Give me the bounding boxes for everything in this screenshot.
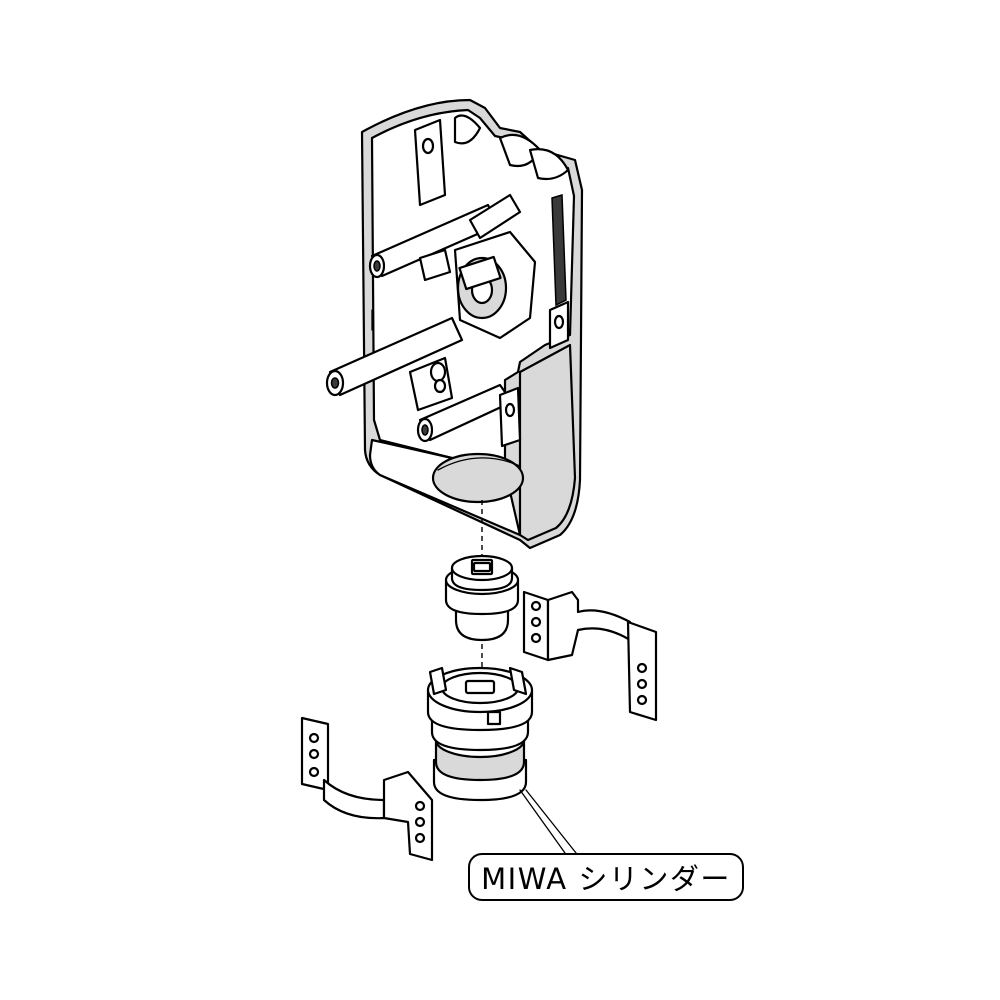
internal-brackets [371,118,570,448]
miwa-cylinder [426,666,534,802]
guide-rods [325,193,522,443]
cam-hub [453,230,537,340]
inner-cylinder-core [444,554,520,642]
callout-leader-line [519,789,571,861]
mounting-bracket-right [522,590,658,722]
mounting-bracket-left [300,716,434,862]
miwa-cylinder-callout: MIWA シリンダー [468,853,744,901]
